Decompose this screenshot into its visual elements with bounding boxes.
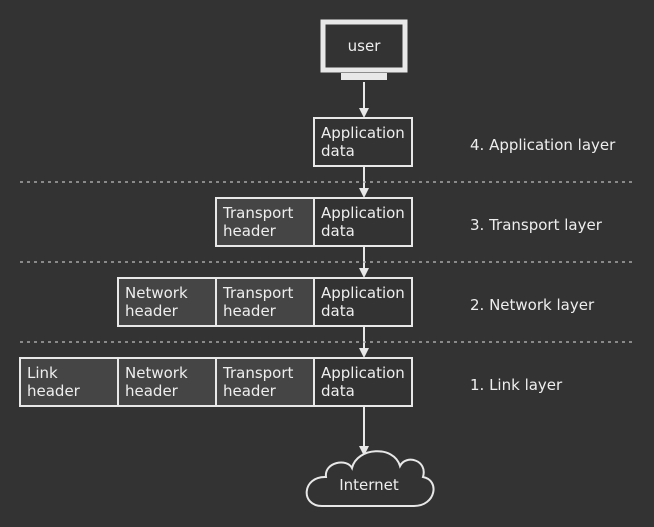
segment-link — [19, 357, 119, 407]
segment-transport-label-1: Transport — [222, 204, 294, 222]
segment-transport — [215, 357, 315, 407]
segment-application — [313, 197, 413, 247]
layer-label-2: 2. Network layer — [470, 296, 595, 314]
segment-link-label-2: header — [27, 382, 81, 400]
segment-transport-label-2: header — [223, 302, 277, 320]
segment-application-label-1: Application — [321, 284, 405, 302]
user-label: user — [348, 37, 382, 55]
segment-transport — [215, 277, 315, 327]
segment-application-label-2: data — [321, 222, 355, 240]
internet-label: Internet — [339, 476, 399, 494]
segment-application — [313, 357, 413, 407]
segment-application-label-2: data — [321, 302, 355, 320]
packet-network-layer: NetworkheaderTransportheaderApplicationd… — [117, 277, 413, 327]
monitor-stand — [341, 73, 387, 80]
segment-network — [117, 277, 217, 327]
segment-transport-label-2: header — [223, 222, 277, 240]
layer-labels: 4. Application layer 3. Transport layer 2.… — [470, 136, 616, 394]
segment-network-label-2: header — [125, 382, 179, 400]
segment-application-label-2: data — [321, 142, 355, 160]
monitor-screen — [320, 19, 408, 73]
segment-transport — [215, 197, 315, 247]
segment-link-label-1: Link — [27, 364, 58, 382]
layer-label-4: 4. Application layer — [470, 136, 616, 154]
layer-label-1: 1. Link layer — [470, 376, 563, 394]
layer-label-3: 3. Transport layer — [470, 216, 603, 234]
segment-application — [313, 277, 413, 327]
layer-dividers — [20, 181, 634, 343]
packet-link-layer: LinkheaderNetworkheaderTransportheaderAp… — [19, 357, 413, 407]
segment-transport-label-1: Transport — [222, 364, 294, 382]
segment-transport-label-1: Transport — [222, 284, 294, 302]
segment-network-label-1: Network — [125, 284, 188, 302]
segment-network — [117, 357, 217, 407]
segment-network-label-1: Network — [125, 364, 188, 382]
segment-application-label-1: Application — [321, 364, 405, 382]
cloud-icon: Internet — [305, 450, 435, 507]
segment-application-label-2: data — [321, 382, 355, 400]
segment-application — [313, 117, 413, 167]
segment-application-label-1: Application — [321, 204, 405, 222]
cloud-shape — [305, 450, 435, 507]
computer-icon: user — [320, 19, 408, 80]
segment-network-label-2: header — [125, 302, 179, 320]
packet-stacks: ApplicationdataTransportheaderApplicatio… — [19, 117, 413, 407]
segment-application-label-1: Application — [321, 124, 405, 142]
segment-transport-label-2: header — [223, 382, 277, 400]
